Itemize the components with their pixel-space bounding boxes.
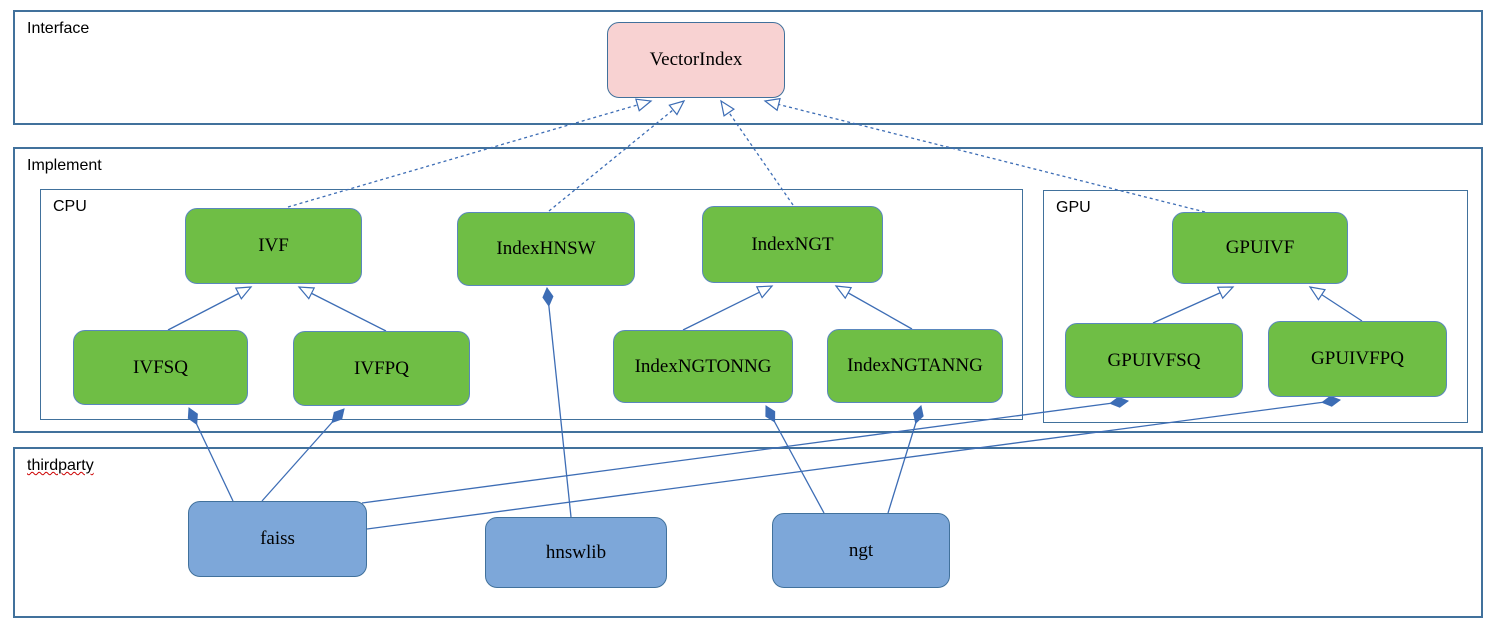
node-indexngt-label: IndexNGT [751,233,834,255]
node-gpuivfpq[interactable]: GPUIVFPQ [1268,321,1447,397]
container-label-thirdparty: thirdparty [27,457,94,474]
node-faiss-label: faiss [260,528,295,549]
node-indexngtonng-label: IndexNGTONNG [634,355,772,377]
container-label-interface: Interface [27,20,90,37]
node-gpuivfsq-label: GPUIVFSQ [1107,349,1201,371]
node-ngt[interactable]: ngt [772,513,950,588]
node-indexngt[interactable]: IndexNGT [702,206,883,283]
node-ivf-label: IVF [258,235,289,256]
node-ngt-label: ngt [848,539,874,561]
node-ivfpq[interactable]: IVFPQ [293,331,470,406]
node-indexngtonng[interactable]: IndexNGTONNG [613,330,793,403]
node-ivfsq-label: IVFSQ [133,356,188,378]
node-ivf[interactable]: IVF [185,208,362,284]
node-ivfpq-label: IVFPQ [354,357,409,379]
node-gpuivf[interactable]: GPUIVF [1172,212,1348,284]
node-gpuivf-label: GPUIVF [1225,237,1295,258]
node-faiss[interactable]: faiss [188,501,367,577]
node-vectorindex-label: VectorIndex [649,49,743,70]
node-vectorindex[interactable]: VectorIndex [607,22,785,98]
node-ivfsq[interactable]: IVFSQ [73,330,248,405]
node-gpuivfsq[interactable]: GPUIVFSQ [1065,323,1243,398]
node-indexngtanng[interactable]: IndexNGTANNG [827,329,1003,403]
node-hnswlib-label: hnswlib [545,541,607,563]
node-indexhnsw[interactable]: IndexHNSW [457,212,635,286]
node-indexngtanng-label: IndexNGTANNG [847,355,983,376]
node-gpuivfpq-label: GPUIVFPQ [1311,348,1404,369]
node-indexhnsw-label: IndexHNSW [496,238,596,259]
node-hnswlib[interactable]: hnswlib [485,517,667,588]
container-label-implement: Implement [27,157,102,174]
container-label-gpu: GPU [1056,199,1091,216]
container-label-cpu: CPU [53,198,87,215]
